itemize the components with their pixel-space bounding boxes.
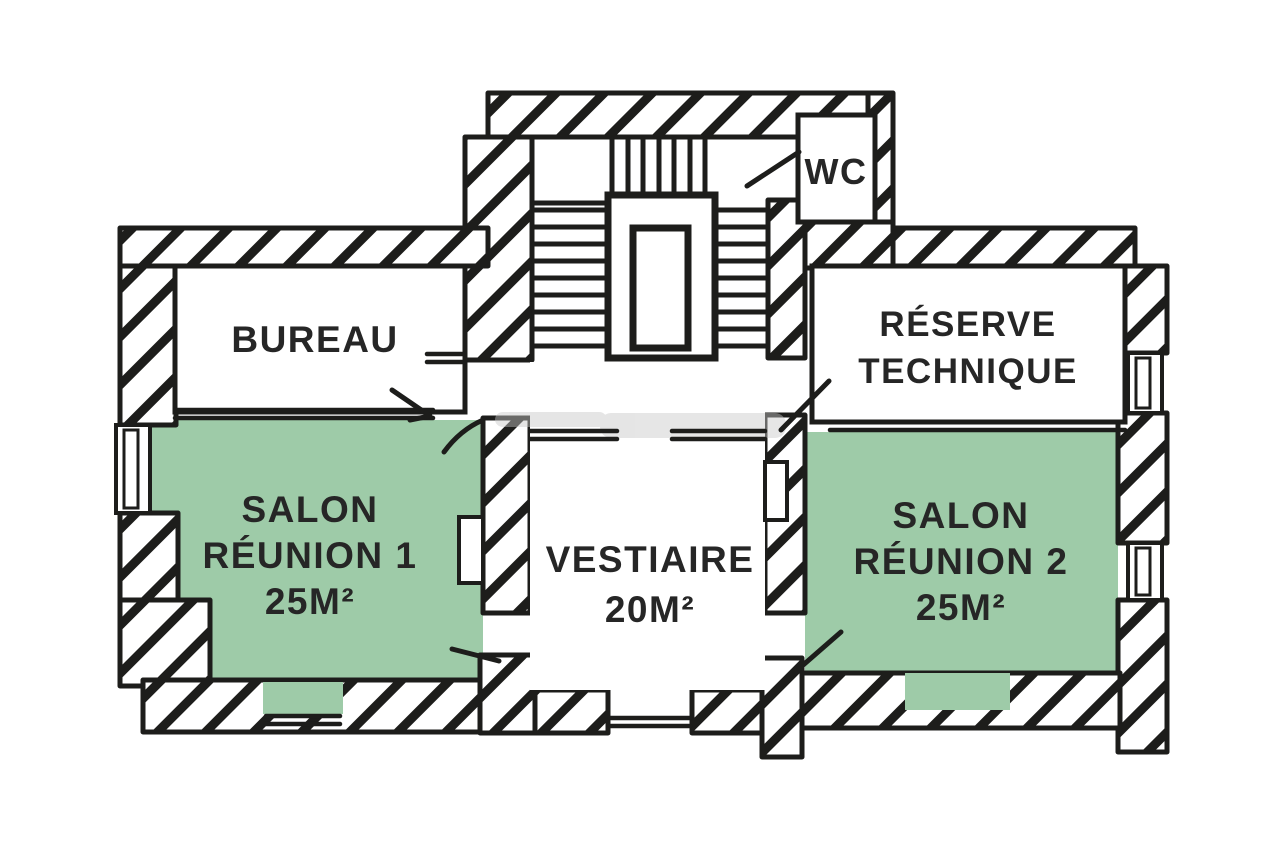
salon2-floor — [805, 432, 1118, 673]
label-salon2-line1: SALON — [893, 495, 1030, 536]
room-wc — [795, 112, 878, 225]
wall-notch — [457, 515, 485, 585]
rooms — [172, 112, 1128, 690]
label-reserve-line1: RÉSERVE — [879, 304, 1056, 344]
window-right-lower-glass — [1134, 546, 1152, 597]
label-wc: WC — [805, 151, 868, 192]
wall-segment — [117, 597, 213, 689]
label-salon1-line1: SALON — [242, 489, 379, 530]
wall-segment — [1115, 597, 1170, 755]
elevator-cab — [629, 224, 692, 352]
wall-segment — [480, 415, 533, 616]
labels: BUREAU WC RÉSERVE TECHNIQUE SALON RÉUNIO… — [203, 151, 1078, 630]
door-swing-reserve — [778, 378, 832, 433]
label-salon1-line3: 25M² — [265, 581, 355, 622]
watermark-smudge — [495, 412, 607, 427]
staircase — [531, 136, 771, 362]
wall-segment — [795, 219, 896, 271]
wall-segment — [765, 197, 808, 361]
wall-segment — [117, 263, 179, 428]
window-left-glass — [122, 428, 140, 510]
highlighted-floors — [150, 420, 1118, 682]
door-swing-salon2 — [799, 629, 844, 669]
label-bureau: BUREAU — [231, 319, 398, 360]
room-reserve-technique — [809, 263, 1128, 425]
salon1-door-notch — [263, 682, 343, 714]
door-swing-bureau — [389, 387, 433, 423]
wall-segment — [477, 652, 538, 736]
salon2-door-notch — [905, 673, 1010, 710]
wall-segment — [532, 687, 611, 736]
room-vestiaire — [530, 362, 765, 690]
label-salon1-line2: RÉUNION 1 — [203, 535, 418, 576]
partitions — [172, 351, 1128, 729]
door-swings — [389, 149, 844, 669]
wall-segment — [689, 687, 765, 736]
label-salon2-line2: RÉUNION 2 — [854, 541, 1069, 582]
wall-notch — [763, 460, 789, 522]
window-right-upper-glass — [1134, 356, 1152, 410]
wall-segment — [1115, 410, 1170, 546]
wall-segment — [117, 225, 491, 269]
stair-treads-right — [712, 207, 771, 349]
wall-segment — [890, 225, 1138, 269]
door-swing-wc — [744, 149, 802, 189]
door-swing-salon1 — [441, 417, 486, 455]
label-salon2-line3: 25M² — [916, 587, 1006, 628]
label-vestiaire-line2: 20M² — [605, 589, 695, 630]
door-swing-vestiaire — [449, 646, 502, 664]
stair-treads-upper — [609, 136, 708, 197]
door-notches — [263, 673, 1010, 714]
windows — [114, 351, 1164, 602]
label-reserve-line2: TECHNIQUE — [858, 352, 1078, 391]
wall-segment — [1122, 263, 1170, 356]
label-vestiaire-line1: VESTIAIRE — [546, 539, 755, 580]
room-bureau — [172, 263, 468, 415]
stair-treads-left — [531, 207, 611, 349]
watermark-smudge — [600, 413, 786, 438]
wall-segment — [759, 655, 805, 760]
